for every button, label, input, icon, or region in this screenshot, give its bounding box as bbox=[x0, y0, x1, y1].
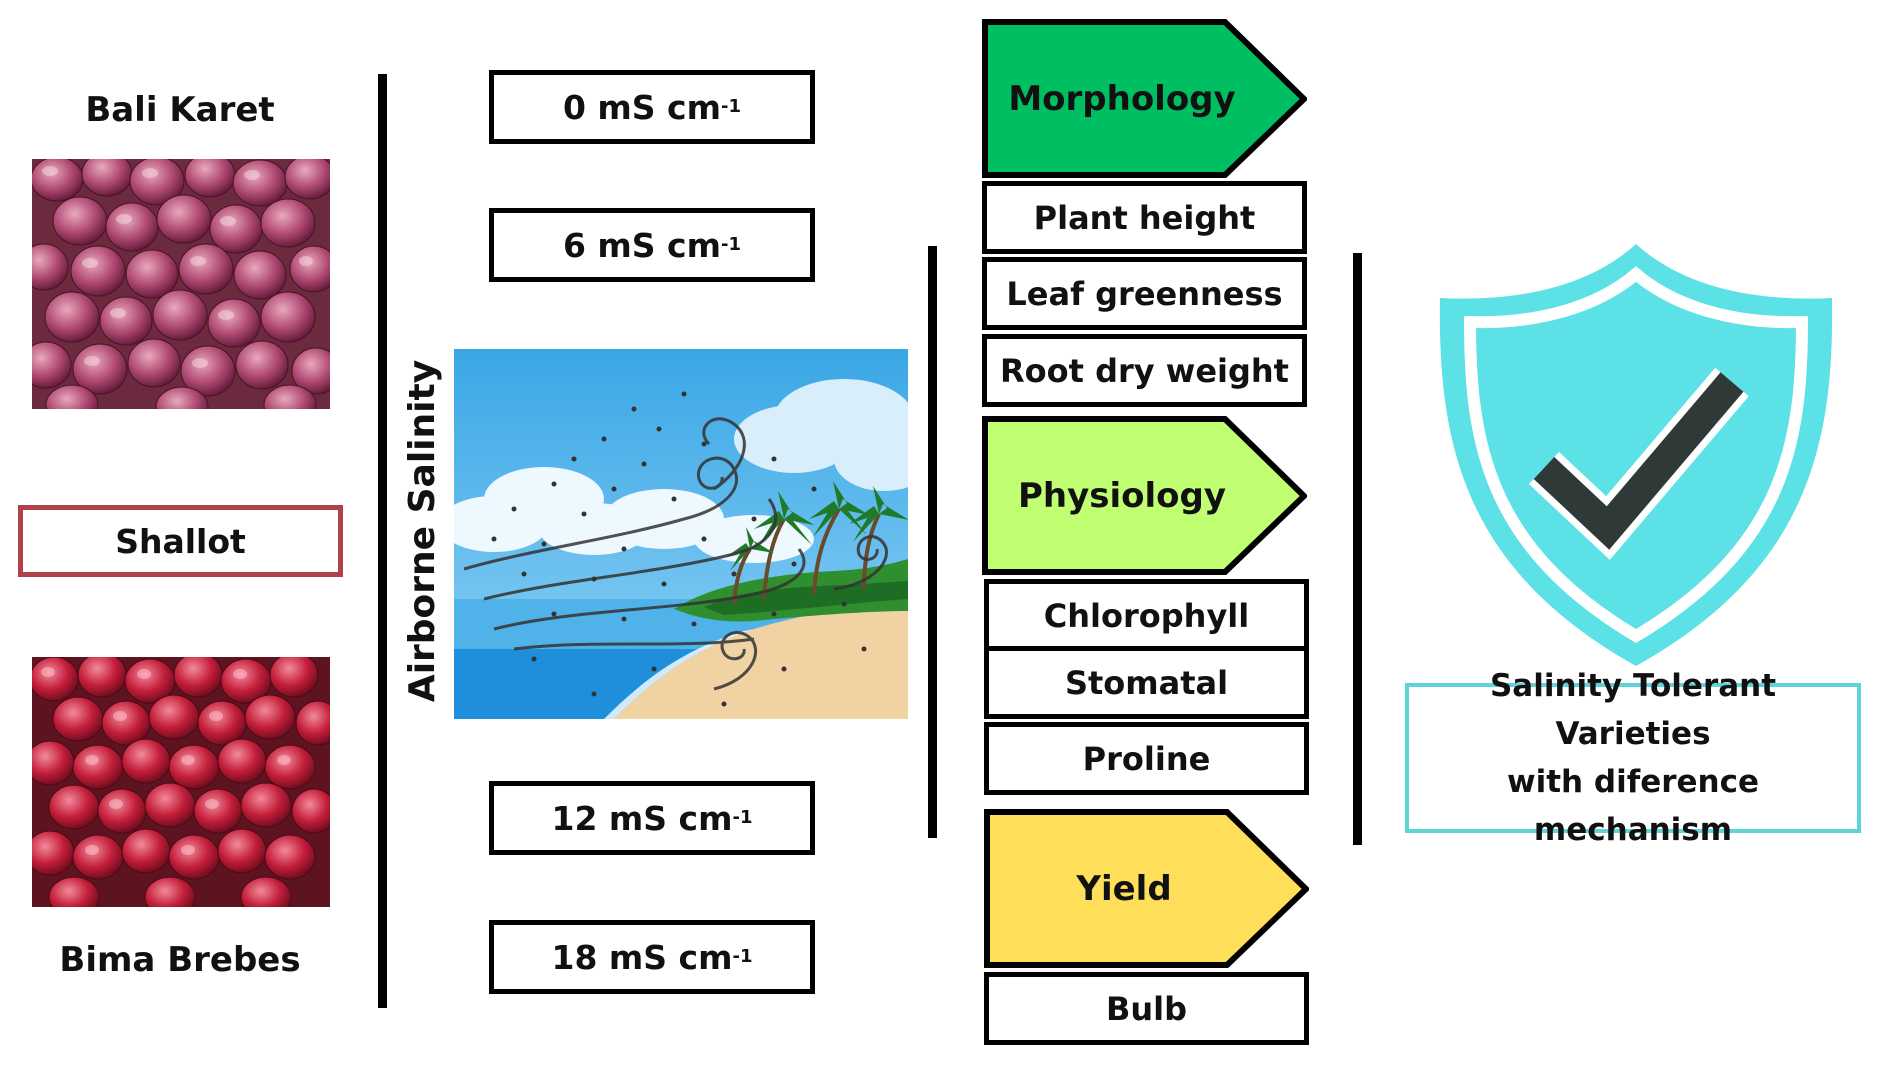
salinity-level-value: 6 mS cm bbox=[562, 225, 722, 265]
salinity-level-18: 18 mS cm-1 bbox=[489, 920, 815, 994]
shallot-label-box: Shallot bbox=[18, 505, 343, 577]
variety-label-bima-brebes: Bima Brebes bbox=[59, 940, 301, 980]
physiology-title: Physiology bbox=[1017, 475, 1227, 516]
metric-proline: Proline bbox=[984, 722, 1309, 795]
divider-left bbox=[378, 74, 387, 1008]
salinity-level-value: 18 mS cm bbox=[551, 937, 733, 977]
salinity-level-value: 12 mS cm bbox=[551, 798, 733, 838]
salinity-level-value: 0 mS cm bbox=[562, 87, 722, 127]
physiology-arrow-shape bbox=[982, 416, 1307, 575]
result-statement-box: Salinity Tolerant Varieties with diferen… bbox=[1405, 668, 1861, 848]
bima-brebes-shallot-photo bbox=[32, 657, 330, 907]
metric-leaf-greenness: Leaf greenness bbox=[982, 257, 1307, 330]
shield-check-icon bbox=[1432, 238, 1840, 672]
divider-right bbox=[1353, 253, 1362, 845]
bali-karet-shallot-photo bbox=[32, 159, 330, 409]
result-line-1: Salinity Tolerant Varieties bbox=[1489, 668, 1777, 752]
metric-root-dry-weight: Root dry weight bbox=[982, 334, 1307, 407]
metric-plant-height: Plant height bbox=[982, 181, 1307, 254]
salinity-level-0: 0 mS cm-1 bbox=[489, 70, 815, 144]
yield-arrow-shape bbox=[984, 809, 1309, 968]
result-line-2: with diference mechanism bbox=[1506, 764, 1760, 848]
metric-stomatal: Stomatal bbox=[984, 646, 1309, 719]
divider-middle bbox=[928, 246, 937, 838]
metric-chlorophyll: Chlorophyll bbox=[984, 579, 1309, 652]
morphology-category-arrow: Morphology bbox=[982, 19, 1307, 178]
physiology-category-arrow: Physiology bbox=[982, 416, 1307, 575]
morphology-arrow-shape bbox=[982, 19, 1307, 178]
morphology-title: Morphology bbox=[1008, 78, 1236, 119]
variety-label-bali-karet: Bali Karet bbox=[85, 90, 275, 130]
yield-category-arrow: Yield bbox=[984, 809, 1309, 968]
coastal-wind-salt-illustration bbox=[454, 349, 908, 719]
airborne-salinity-title: Airborne Salinity bbox=[401, 359, 443, 703]
yield-title: Yield bbox=[1076, 868, 1172, 909]
salinity-level-6: 6 mS cm-1 bbox=[489, 208, 815, 282]
salinity-level-12: 12 mS cm-1 bbox=[489, 781, 815, 855]
metric-bulb: Bulb bbox=[984, 972, 1309, 1045]
